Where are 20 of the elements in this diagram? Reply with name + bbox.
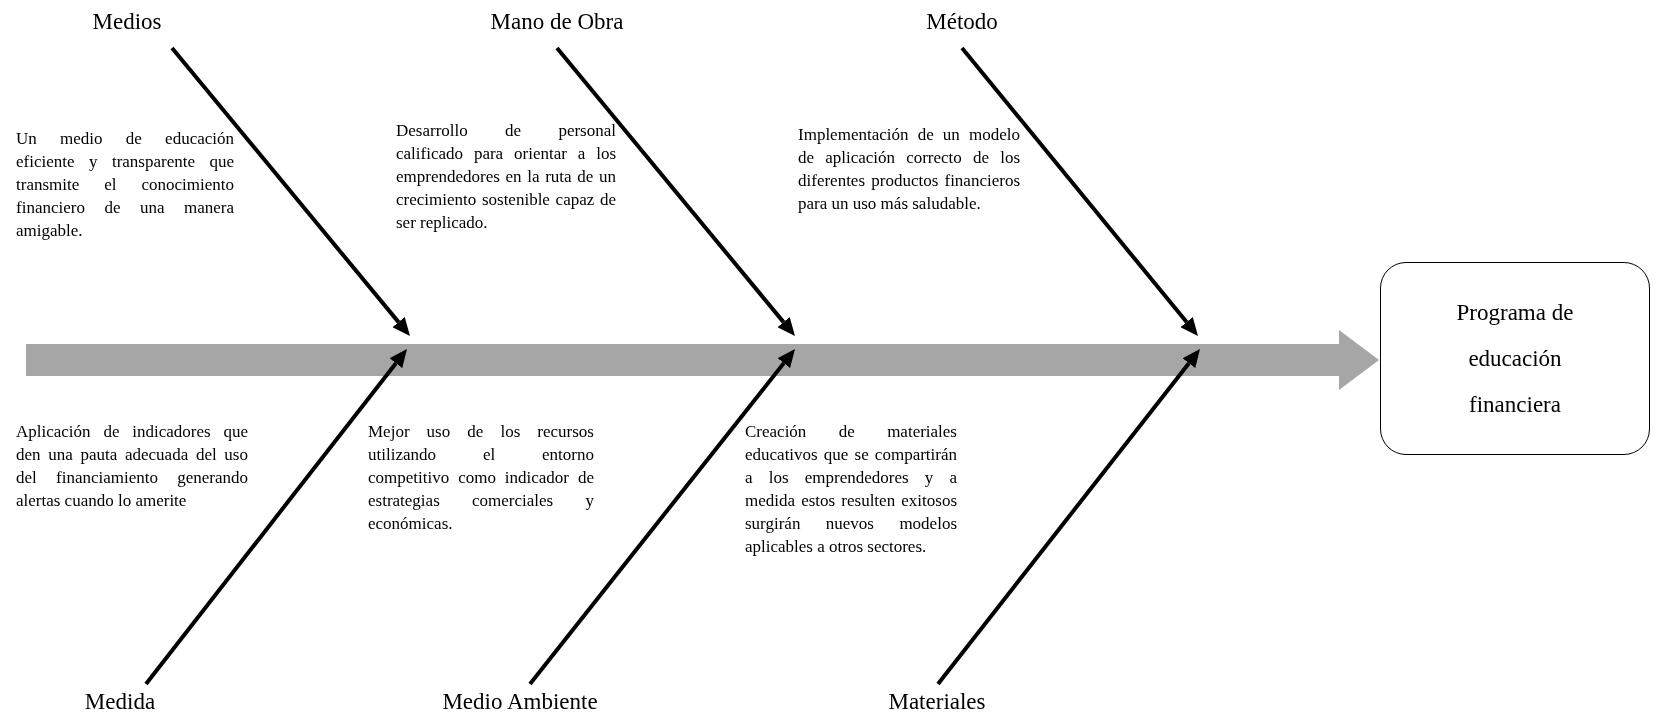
cause-description: Implementación de un modelo de aplicación correcto de los diferentes productos financieros para un uso más saludable. [798,124,1020,215]
spine-arrow [26,330,1379,390]
category-label: Materiales [888,688,986,716]
category-label: Medio Ambiente [442,688,598,716]
arrow [528,349,795,686]
cause-description: Aplicación de indicadores que den una pauta adecuada del uso del financiamiento generando alertas cuando lo amerite [16,421,248,512]
arrow [170,46,410,336]
arrow [936,349,1200,686]
category-label: Medios [92,8,162,36]
cause-description: Mejor uso de los recursos utilizando el entorno competitivo como indicador de estrategias comerciales y económicas. [368,421,594,535]
arrow [960,46,1198,336]
cause-description: Creación de materiales educativos que se compartirán a los emprendedores y a medida estos resulten exitosos surgirán nuevos modelos aplicables a otros sectores. [745,421,957,558]
cause-description: Desarrollo de personal calificado para orientar a los emprendedores en la ruta de un crecimiento sostenible capaz de ser replicado. [396,120,616,234]
arrow [555,46,795,336]
arrow [144,349,407,686]
category-label: Medida [84,688,156,716]
cause-description: Un medio de educación eficiente y transparente que transmite el conocimiento financiero de una manera amigable. [16,128,234,242]
effect-box: Programa de educación financiera [1380,262,1650,455]
category-label: Mano de Obra [490,8,624,36]
category-label: Método [926,8,998,36]
